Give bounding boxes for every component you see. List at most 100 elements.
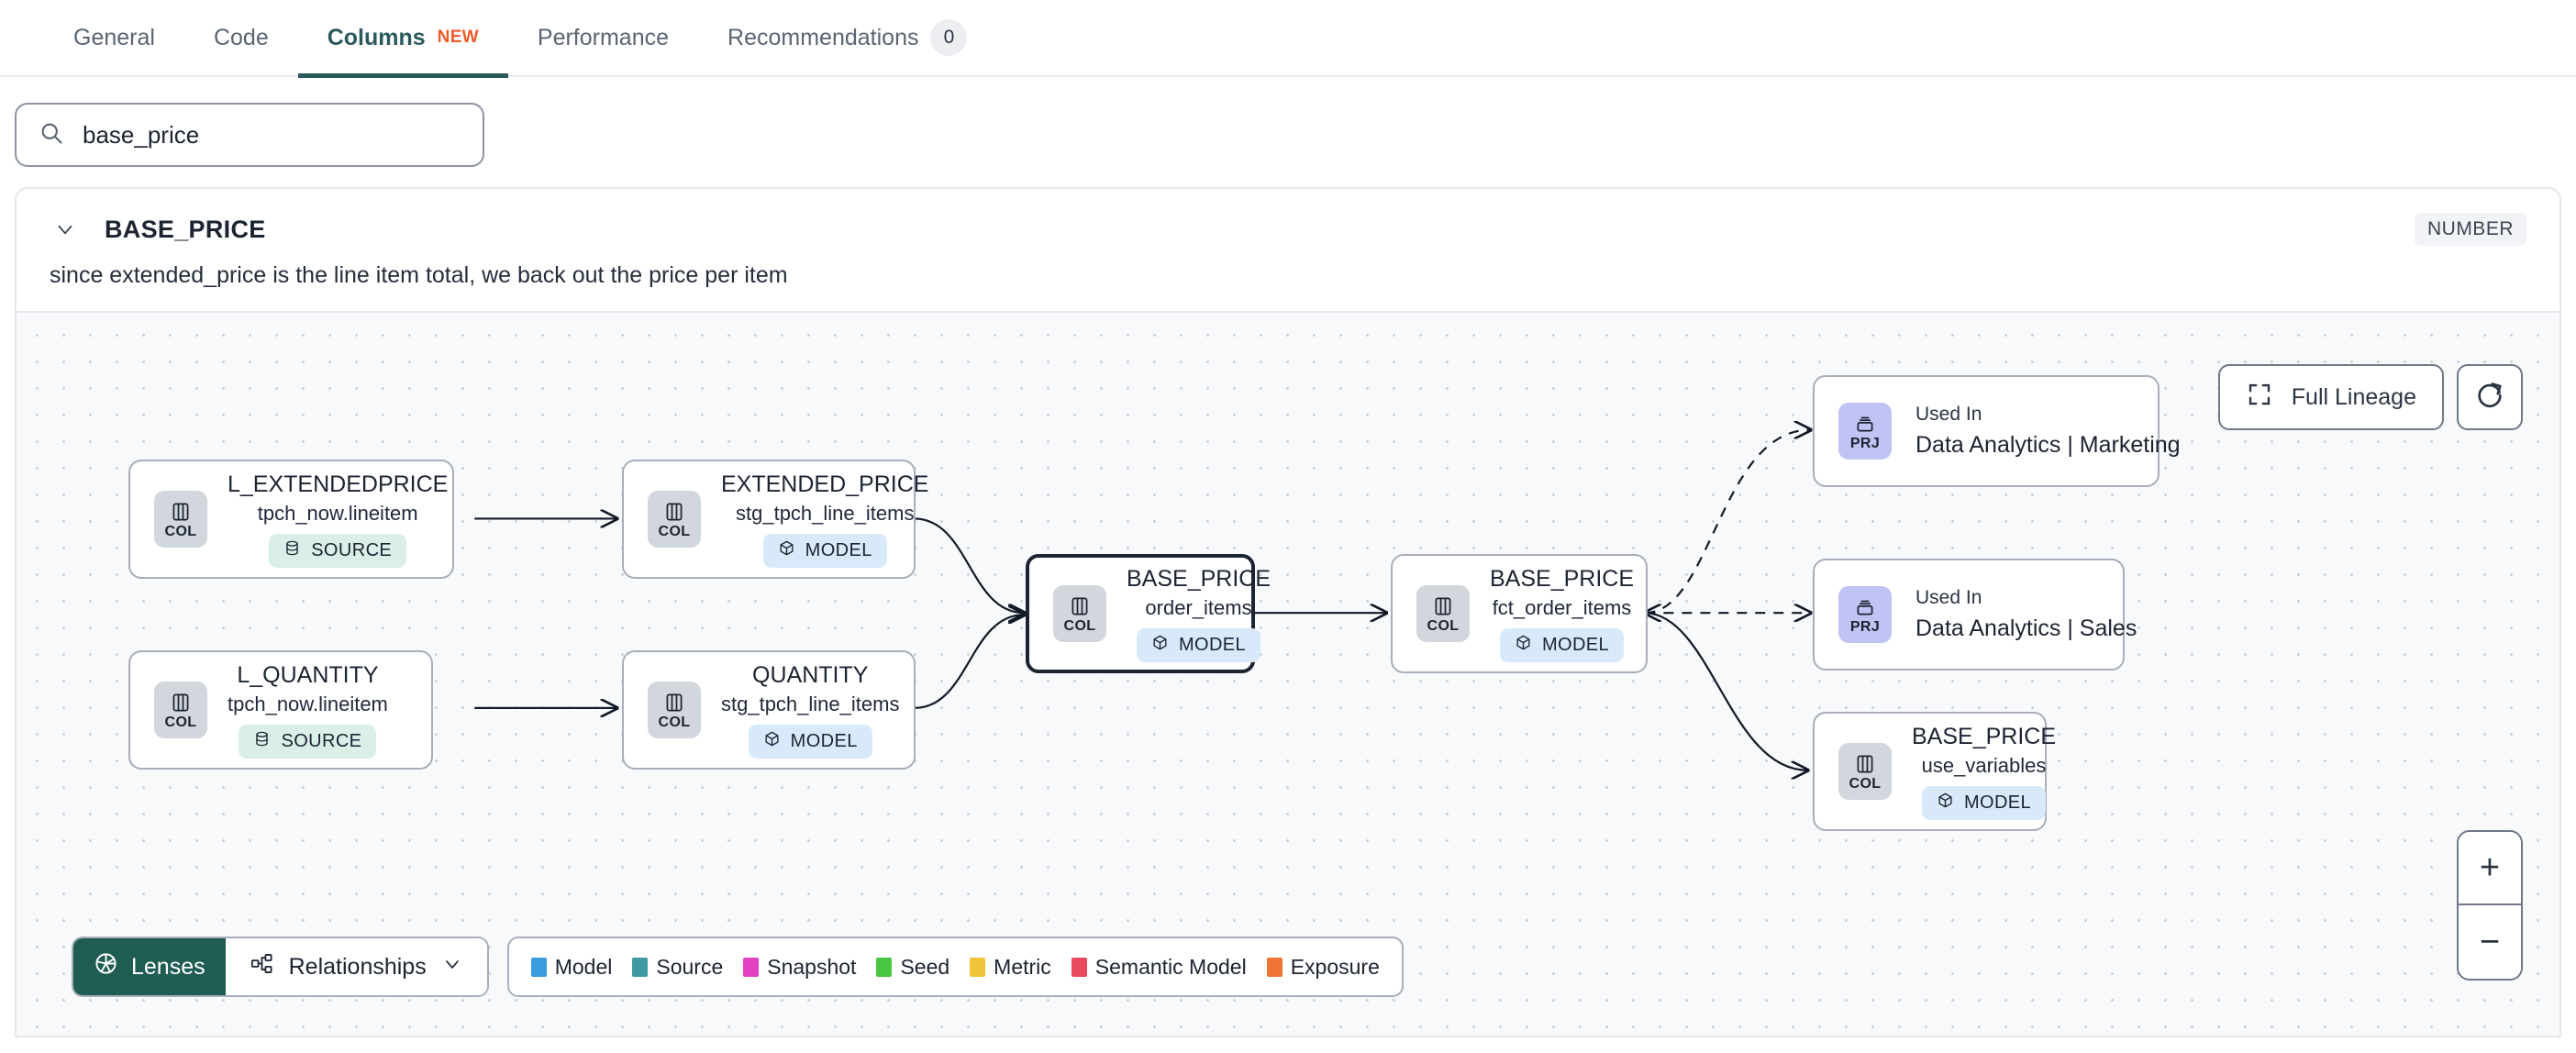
node-project-name: Data Analytics | Marketing xyxy=(1915,432,2181,458)
tab-bar: General Code Columns NEW Performance Rec… xyxy=(0,0,2576,78)
column-icon: COL xyxy=(1053,585,1106,642)
graph-icon xyxy=(250,951,274,982)
node-title: BASE_PRICE xyxy=(1912,723,2057,749)
legend-item[interactable]: Semantic Model xyxy=(1071,955,1247,980)
badge-label: COL xyxy=(1849,775,1882,792)
pill-label: MODEL xyxy=(790,730,858,751)
column-icon: COL xyxy=(1416,585,1470,642)
legend-swatch xyxy=(743,957,760,977)
legend-label: Source xyxy=(656,954,724,979)
database-icon xyxy=(283,539,301,562)
lineage-node-extended-price[interactable]: COL EXTENDED_PRICE stg_tpch_line_items M… xyxy=(622,460,928,579)
lineage-node-l-extendedprice[interactable]: COL L_EXTENDEDPRICE tpch_now.lineitem SO… xyxy=(128,460,454,579)
tab-general[interactable]: General xyxy=(44,0,184,76)
legend-swatch xyxy=(1071,957,1087,977)
pill-label: MODEL xyxy=(1963,792,2032,813)
cube-icon xyxy=(1937,792,1954,815)
tab-label: Recommendations xyxy=(727,24,919,50)
node-project-name: Data Analytics | Sales xyxy=(1915,615,2137,641)
cube-icon xyxy=(778,539,795,562)
search-input[interactable] xyxy=(81,119,461,150)
legend-swatch xyxy=(970,957,986,977)
badge-label: COL xyxy=(1427,617,1460,634)
legend-item[interactable]: Seed xyxy=(876,955,949,980)
lineage-node-base-price-order-items[interactable]: COL BASE_PRICE order_items MODEL xyxy=(1026,554,1271,673)
lineage-node-project-marketing[interactable]: PRJ Used In Data Analytics | Marketing xyxy=(1813,375,2181,487)
aperture-icon xyxy=(94,951,118,982)
legend-swatch xyxy=(876,957,893,977)
badge-label: COL xyxy=(658,523,691,539)
search-section xyxy=(0,77,2576,187)
lineage-node-project-sales[interactable]: PRJ Used In Data Analytics | Sales xyxy=(1813,559,2137,671)
search-icon xyxy=(39,120,64,150)
node-type-pill: MODEL xyxy=(1921,785,2047,820)
tab-label: Performance xyxy=(537,24,670,50)
tab-code[interactable]: Code xyxy=(184,0,298,76)
node-title: L_QUANTITY xyxy=(237,661,379,688)
tab-label: Code xyxy=(213,24,269,50)
node-title: BASE_PRICE xyxy=(1127,565,1271,592)
pill-label: MODEL xyxy=(805,539,872,560)
node-subtitle: stg_tpch_line_items xyxy=(736,501,915,525)
lineage-node-base-price-fct-order-items[interactable]: COL BASE_PRICE fct_order_items MODEL xyxy=(1391,554,1648,673)
refresh-icon xyxy=(2474,380,2505,416)
pill-label: SOURCE xyxy=(311,539,393,560)
chevron-down-icon xyxy=(441,953,463,981)
relationships-dropdown[interactable]: Relationships xyxy=(225,938,487,995)
tab-columns[interactable]: Columns NEW xyxy=(297,0,509,78)
badge-label: PRJ xyxy=(1849,618,1881,635)
node-body: BASE_PRICE order_items MODEL xyxy=(1127,566,1271,662)
lineage-node-quantity[interactable]: COL QUANTITY stg_tpch_line_items MODEL xyxy=(622,650,916,770)
node-subtitle: order_items xyxy=(1145,595,1252,619)
zoom-out-button[interactable]: − xyxy=(2459,905,2521,979)
chevron-down-icon[interactable] xyxy=(50,214,81,245)
lineage-canvas[interactable]: COL L_EXTENDEDPRICE tpch_now.lineitem SO… xyxy=(17,311,2559,1036)
node-title: BASE_PRICE xyxy=(1490,565,1635,592)
badge-label: COL xyxy=(1063,617,1096,634)
legend-label: Exposure xyxy=(1290,954,1380,979)
node-title: L_EXTENDEDPRICE xyxy=(228,471,449,497)
node-title: QUANTITY xyxy=(752,661,869,688)
legend-label: Semantic Model xyxy=(1094,954,1247,979)
legend-item[interactable]: Source xyxy=(632,955,723,980)
legend-swatch xyxy=(632,957,649,977)
node-body: L_EXTENDEDPRICE tpch_now.lineitem SOURCE xyxy=(228,471,448,568)
database-icon xyxy=(253,730,271,753)
badge-label: COL xyxy=(164,714,197,730)
tab-label: General xyxy=(73,24,155,50)
node-used-in-label: Used In xyxy=(1915,404,1982,425)
tab-performance[interactable]: Performance xyxy=(508,0,698,76)
node-subtitle: stg_tpch_line_items xyxy=(721,692,900,715)
legend-item[interactable]: Model xyxy=(530,955,612,980)
node-title: EXTENDED_PRICE xyxy=(721,471,929,497)
lineage-node-base-price-use-variables[interactable]: COL BASE_PRICE use_variables MODEL xyxy=(1813,712,2056,831)
cube-icon xyxy=(763,730,781,753)
search-box[interactable] xyxy=(15,103,484,167)
tab-recommendations[interactable]: Recommendations 0 xyxy=(698,0,996,76)
legend-label: Metric xyxy=(994,954,1051,979)
legend-item[interactable]: Metric xyxy=(970,955,1051,980)
zoom-in-button[interactable]: + xyxy=(2459,832,2521,905)
node-subtitle: tpch_now.lineitem xyxy=(257,501,418,525)
node-type-pill: SOURCE xyxy=(269,533,407,568)
lens-group: Lenses Relationships xyxy=(72,937,489,997)
relationships-label: Relationships xyxy=(288,953,427,980)
badge-label: PRJ xyxy=(1849,435,1881,451)
column-description: since extended_price is the line item to… xyxy=(50,262,788,288)
lineage-node-l-quantity[interactable]: COL L_QUANTITY tpch_now.lineitem SOURCE xyxy=(128,650,433,770)
refresh-button[interactable] xyxy=(2457,364,2523,430)
node-type-pill: MODEL xyxy=(748,724,872,759)
cube-icon xyxy=(1515,634,1532,657)
column-card: BASE_PRICE NUMBER since extended_price i… xyxy=(15,187,2561,1037)
column-icon: COL xyxy=(154,491,207,548)
page-title: BASE_PRICE xyxy=(105,215,266,243)
column-icon: COL xyxy=(648,682,701,738)
legend-item[interactable]: Exposure xyxy=(1266,954,1380,980)
legend-label: Snapshot xyxy=(767,954,857,979)
zoom-controls[interactable]: + − xyxy=(2457,830,2523,981)
lenses-button[interactable]: Lenses xyxy=(73,938,226,995)
full-lineage-button[interactable]: Full Lineage xyxy=(2217,364,2444,430)
legend-item[interactable]: Snapshot xyxy=(743,955,856,980)
column-datatype-badge: NUMBER xyxy=(2414,213,2526,246)
node-body: EXTENDED_PRICE stg_tpch_line_items MODEL xyxy=(721,471,928,568)
